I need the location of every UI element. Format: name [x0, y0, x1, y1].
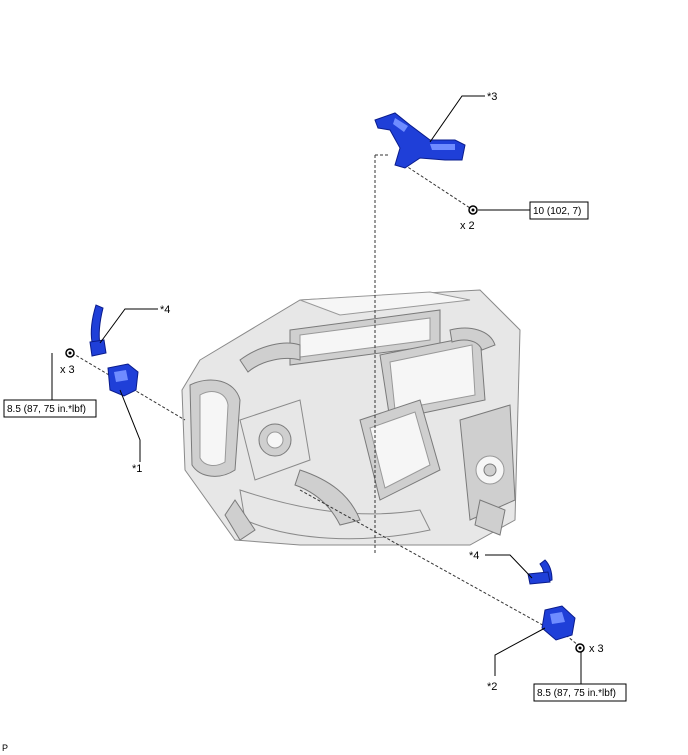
engine-assembly: [181, 289, 521, 546]
callout-4-upper: *4: [160, 304, 170, 316]
torque-value-left: 8.5 (87, 75 in.*lbf): [7, 404, 86, 415]
bolt-icon: [65, 348, 75, 358]
part-3-bracket: [374, 112, 466, 169]
torque-value-top: 10 (102, 7): [533, 206, 581, 217]
callout-2: *2: [487, 681, 497, 693]
quantity-left: x 3: [60, 364, 75, 376]
bolt-icon: [468, 205, 478, 215]
part-4-upper: [89, 304, 107, 357]
part-1-left: [107, 363, 139, 397]
torque-box-right: 8.5 (87, 75 in.*lbf): [533, 683, 627, 702]
part-4-lower: [527, 559, 553, 585]
part-2-right: [541, 605, 576, 641]
torque-value-right: 8.5 (87, 75 in.*lbf): [537, 688, 616, 699]
corner-mark: P: [2, 743, 8, 753]
leader-lines: [51, 95, 582, 684]
callout-1: *1: [132, 463, 142, 475]
callout-3: *3: [487, 91, 497, 103]
torque-box-left: 8.5 (87, 75 in.*lbf): [3, 399, 97, 418]
quantity-right: x 3: [589, 643, 604, 655]
bolt-icon: [575, 643, 585, 653]
callout-4-lower: *4: [469, 550, 479, 562]
quantity-top: x 2: [460, 220, 475, 232]
torque-box-top: 10 (102, 7): [529, 201, 589, 220]
